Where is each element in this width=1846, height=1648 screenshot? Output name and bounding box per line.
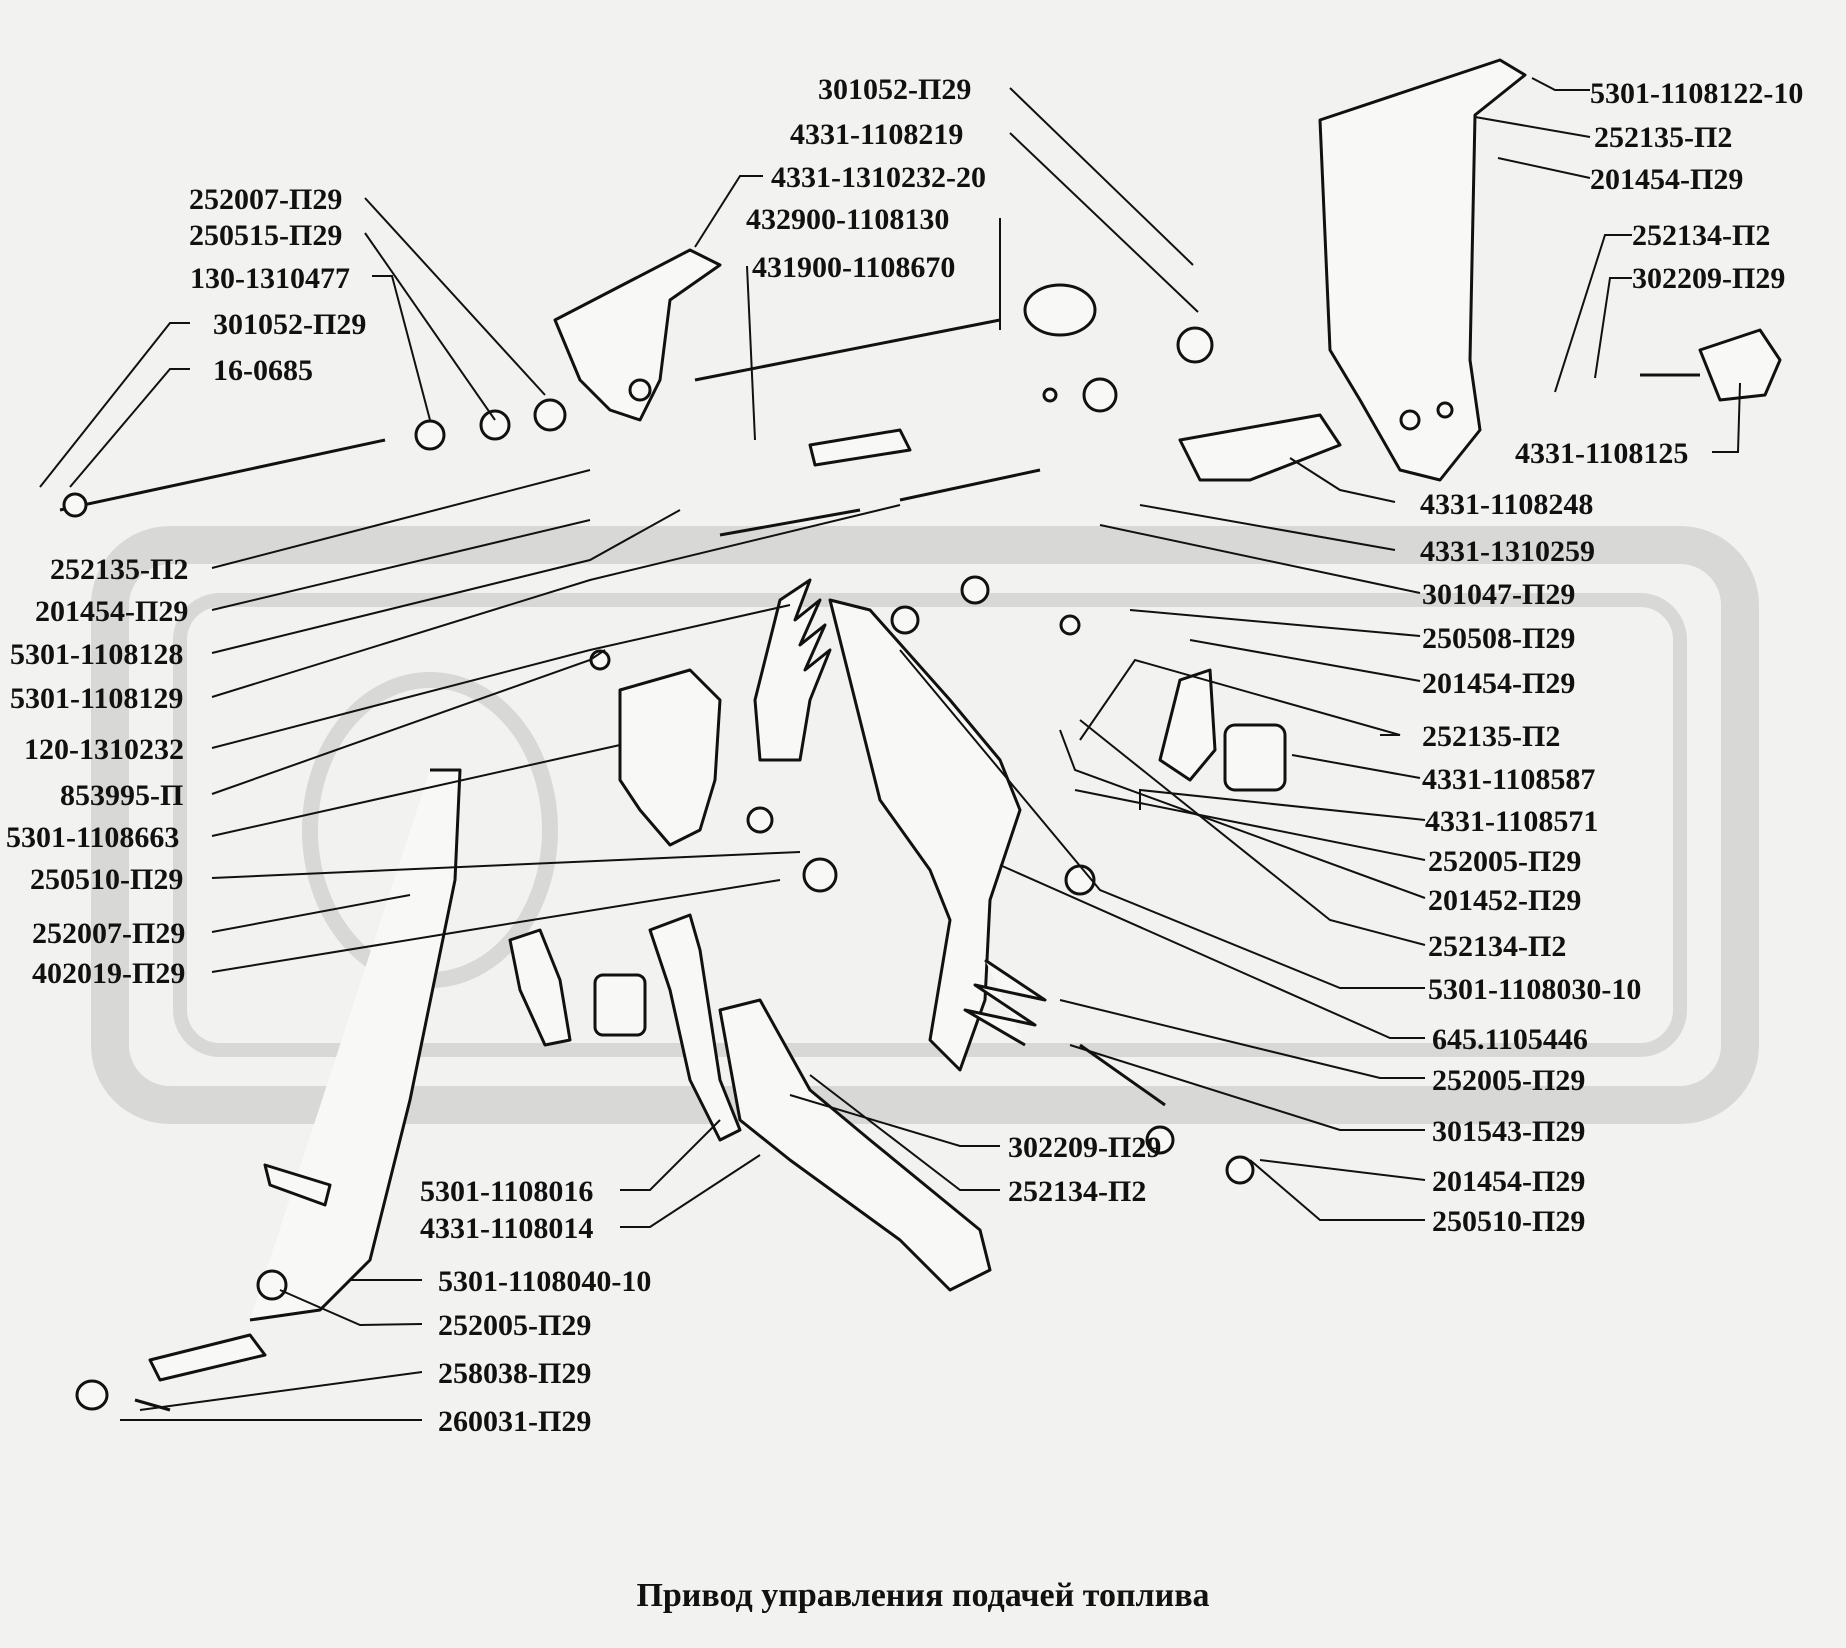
label-252005-p29-right2: 252005-П29	[1432, 1064, 1585, 1097]
label-250510-p29-right: 250510-П29	[1432, 1205, 1585, 1238]
label-252005-p29-bottom: 252005-П29	[438, 1309, 591, 1342]
label-5301-1108030-10: 5301-1108030-10	[1428, 973, 1641, 1006]
label-301543-p29: 301543-П29	[1432, 1115, 1585, 1148]
label-5301-1108122-10: 5301-1108122-10	[1590, 77, 1803, 110]
label-402019-p29: 402019-П29	[32, 957, 185, 990]
label-301052-p29-left: 301052-П29	[213, 308, 366, 341]
label-250515-p29: 250515-П29	[189, 219, 342, 252]
label-4331-1108125: 4331-1108125	[1515, 437, 1688, 470]
label-4331-1108014: 4331-1108014	[420, 1212, 593, 1245]
label-201454-p29-bottom: 201454-П29	[1432, 1165, 1585, 1198]
label-5301-1108040-10: 5301-1108040-10	[438, 1265, 651, 1298]
label-4331-1108248: 4331-1108248	[1420, 488, 1593, 521]
label-252007-p29-left: 252007-П29	[32, 917, 185, 950]
label-5301-1108129: 5301-1108129	[10, 682, 183, 715]
label-258038-p29: 258038-П29	[438, 1357, 591, 1390]
label-201454-p29-top: 201454-П29	[1590, 163, 1743, 196]
label-250508-p29: 250508-П29	[1422, 622, 1575, 655]
label-5301-1108663: 5301-1108663	[6, 821, 179, 854]
leader-lines	[39, 77, 1741, 1421]
label-301047-p29: 301047-П29	[1422, 578, 1575, 611]
label-4331-1108571: 4331-1108571	[1425, 805, 1598, 838]
label-252134-p2-bottom: 252134-П2	[1008, 1175, 1146, 1208]
label-5301-1108016: 5301-1108016	[420, 1175, 593, 1208]
label-250510-p29-left: 250510-П29	[30, 863, 183, 896]
label-201452-p29: 201452-П29	[1428, 884, 1581, 917]
label-645-1105446: 645.1105446	[1432, 1023, 1588, 1056]
part-labels: 301052-П29 4331-1108219 4331-1310232-20 …	[6, 73, 1803, 1438]
label-302209-p29-top: 302209-П29	[1632, 262, 1785, 295]
label-201454-p29-left: 201454-П29	[35, 595, 188, 628]
label-432900-1108130: 432900-1108130	[746, 203, 949, 236]
label-431900-1108670: 431900-1108670	[752, 251, 955, 284]
label-252007-p29-top: 252007-П29	[189, 183, 342, 216]
label-201454-p29-right: 201454-П29	[1422, 667, 1575, 700]
label-302209-p29-bottom: 302209-П29	[1008, 1131, 1161, 1164]
label-252134-p2-right: 252134-П2	[1428, 930, 1566, 963]
part-drawings	[59, 58, 1782, 1412]
label-130-1310477: 130-1310477	[190, 262, 350, 295]
label-252135-p2-top: 252135-П2	[1594, 121, 1732, 154]
label-252135-p2-right: 252135-П2	[1422, 720, 1560, 753]
label-853995-p: 853995-П	[60, 779, 183, 812]
label-16-0685: 16-0685	[213, 354, 313, 387]
label-252005-p29-right1: 252005-П29	[1428, 845, 1581, 878]
label-4331-1310232-20: 4331-1310232-20	[771, 161, 986, 194]
label-5301-1108128: 5301-1108128	[10, 638, 183, 671]
diagram-caption: Привод управления подачей топлива	[636, 1577, 1209, 1614]
label-4331-1108587: 4331-1108587	[1422, 763, 1595, 796]
label-252135-p2-left: 252135-П2	[50, 553, 188, 586]
label-4331-1108219: 4331-1108219	[790, 118, 963, 151]
label-301052-p29-top: 301052-П29	[818, 73, 971, 106]
label-4331-1310259: 4331-1310259	[1420, 535, 1595, 568]
label-260031-p29: 260031-П29	[438, 1405, 591, 1438]
label-120-1310232: 120-1310232	[24, 733, 184, 766]
label-252134-p2-top: 252134-П2	[1632, 219, 1770, 252]
bracket-5301-1108122	[1318, 58, 1527, 482]
